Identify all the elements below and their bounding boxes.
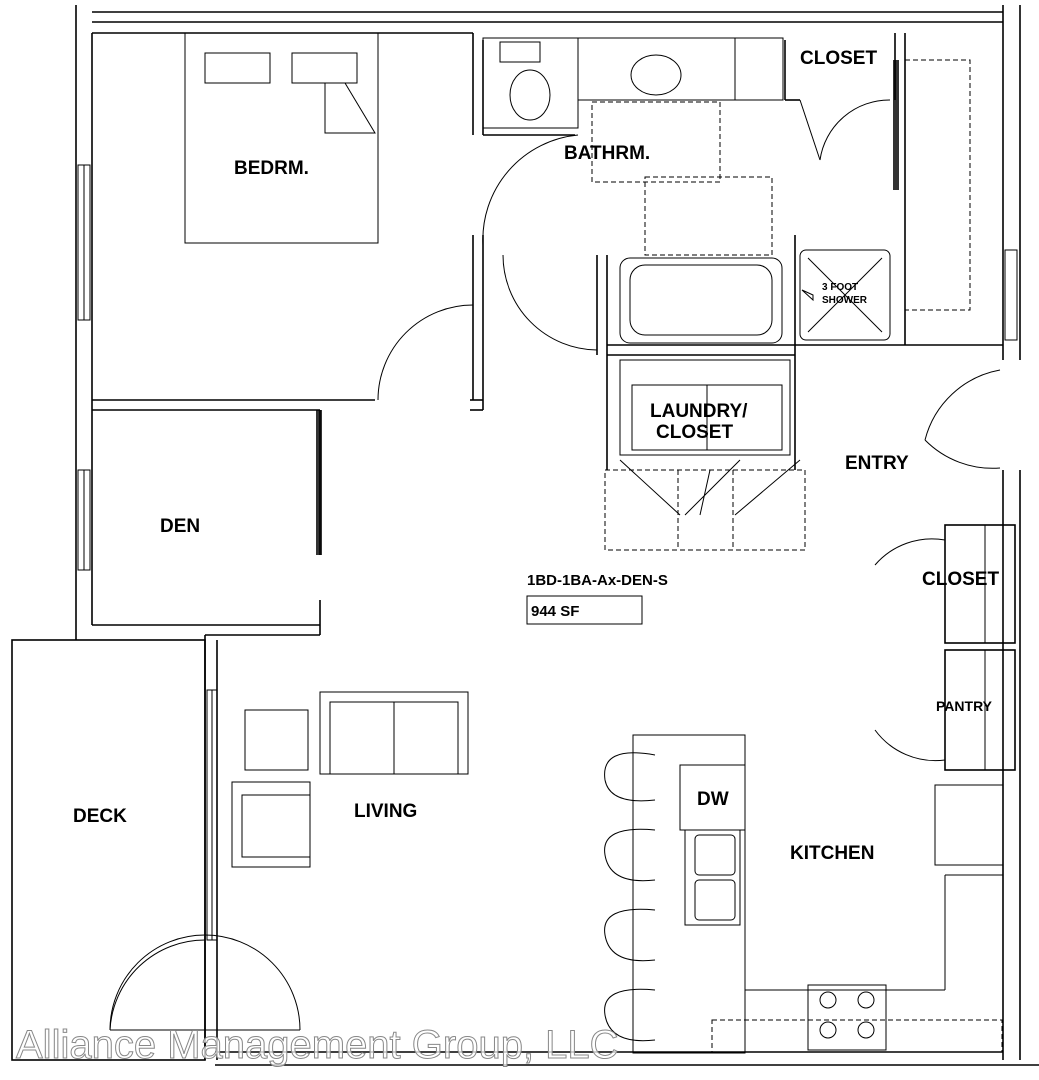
room-label-bedroom: BEDRM. (234, 158, 309, 179)
room-label-kitchen: KITCHEN (790, 843, 874, 864)
room-label-bath-closet: CLOSET (800, 48, 877, 69)
shower-label-line1: 3 FOOT (822, 282, 858, 293)
windows (77, 164, 1018, 941)
watermark: Alliance Management Group, LLC (16, 1023, 619, 1067)
room-label-entry: ENTRY (845, 453, 909, 474)
fixtures (184, 32, 1003, 1053)
room-label-bathroom: BATHRM. (564, 143, 650, 164)
doors (109, 60, 1001, 1031)
dishwasher-label: DW (697, 789, 729, 810)
unit-area: 944 SF (531, 603, 579, 620)
shower-label-line2: SHOWER (822, 295, 868, 306)
room-label-pantry: PANTRY (936, 698, 993, 714)
room-label-entry-closet: CLOSET (922, 569, 999, 590)
room-label-living: LIVING (354, 801, 417, 822)
room-label-laundry-line1: LAUNDRY/ (650, 401, 748, 422)
room-label-den: DEN (160, 516, 200, 537)
unit-code: 1BD-1BA-Ax-DEN-S (527, 572, 668, 589)
room-label-deck: DECK (73, 806, 127, 827)
room-label-laundry-line2: CLOSET (656, 422, 733, 443)
